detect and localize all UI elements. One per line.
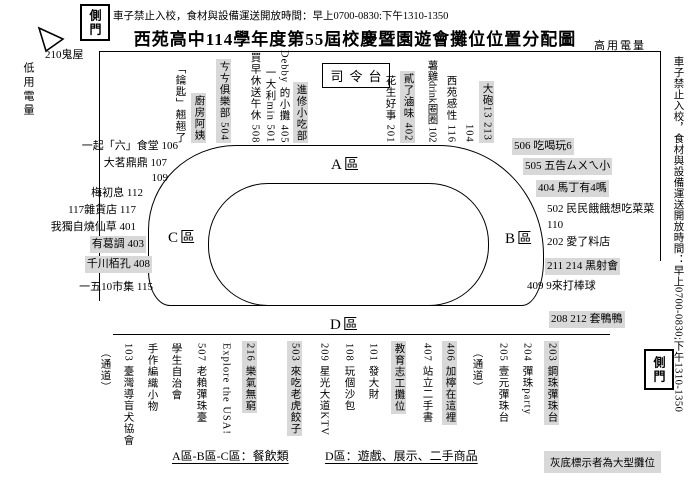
stall-label: 進修小吃部 bbox=[293, 81, 308, 143]
top-stalls-band: 「鑰匙」翹翹了 廚房阿姨 ㄘㄘ俱樂部 504 買早休送午休 508 一大利min… bbox=[0, 50, 700, 144]
stall-label: 「鑰匙」翹翹了 bbox=[174, 62, 186, 144]
stall-label: 109 bbox=[151, 172, 169, 184]
stall-label: 買早休送午休 508 bbox=[249, 51, 261, 143]
stall-label: 117雜貨店 117 bbox=[68, 204, 136, 216]
stall-label: 101 發大財 bbox=[367, 343, 379, 400]
stall-ghost-house: 210鬼屋 bbox=[45, 49, 84, 61]
stall-label: 梅初息 112 bbox=[91, 187, 143, 199]
stall-label: 手作編織小物 bbox=[146, 343, 158, 412]
stall-label: 506 吃喝玩6 bbox=[512, 138, 574, 155]
stall-label: 西苑感性 116 bbox=[445, 75, 457, 143]
side-gate-bottom-label: 側門 bbox=[652, 355, 666, 384]
frame-left-line bbox=[99, 51, 100, 301]
zone-b-label: B區 bbox=[505, 231, 535, 247]
stall-label: 406 加檸在這裡 bbox=[442, 341, 457, 425]
right-notice: 車子禁止入校，食材與設備運送開放時間：早上0700-0830;下午1310-13… bbox=[672, 56, 684, 413]
stall-label: 110 bbox=[547, 219, 564, 231]
legend-food-zones: A區-B區-C區：餐飲類 bbox=[172, 449, 289, 463]
stall-label: 一起「六」食堂 106 bbox=[81, 140, 178, 152]
stall-label: 211 214 黑射會 bbox=[545, 258, 621, 275]
command-stage: 司令台 bbox=[322, 63, 390, 88]
top-notice: 車子禁止入校，食材與設備運送開放時間：早上0700-0830:下午1310-13… bbox=[113, 11, 449, 22]
stall-label: 有葛調 403 bbox=[89, 236, 146, 253]
stall-label: 大茗鼎鼎 107 bbox=[103, 157, 167, 169]
side-gate-top: 側門 bbox=[80, 4, 110, 41]
passage-label: （通道） bbox=[99, 347, 111, 393]
legend-gray-note: 灰底標示者為大型攤位 bbox=[544, 451, 661, 473]
stall-label: 209 星光大道KTV bbox=[318, 343, 330, 436]
page-title: 西苑高中114學年度第55屆校慶暨園遊會攤位位置分配圖 bbox=[133, 30, 577, 49]
stall-label: 108 玩個沙包 bbox=[343, 343, 355, 412]
stall-label: 208 212 套鴨鴨 bbox=[549, 311, 625, 328]
legend-game-zone: D區：遊戲、展示、二手商品 bbox=[325, 449, 478, 463]
stall-label: 貳了滷味 402 bbox=[400, 70, 415, 143]
side-gate-bottom: 側門 bbox=[644, 349, 674, 390]
stall-label: 216 樂氣無窮 bbox=[242, 341, 257, 414]
bottom-stalls-band: （通道） 103 臺灣導盲犬協會 手作編織小物 學生自治會 507 老賴彈珠臺 … bbox=[0, 341, 700, 446]
stall-label: 503 來吃老虎餃子 bbox=[287, 341, 302, 437]
stall-label: 104 bbox=[463, 124, 475, 143]
stall-label: Debby 的小攤 405 bbox=[278, 49, 290, 144]
passage-label: （通道） bbox=[471, 347, 483, 393]
stall-label: 202 愛了料店 bbox=[547, 236, 611, 248]
stall-label: 409 9來打棒球 bbox=[527, 280, 596, 292]
stall-label: Explore the USA! bbox=[220, 343, 232, 435]
stall-label: 103 臺灣導盲犬協會 bbox=[122, 343, 134, 446]
stall-label: 一大利min 501 bbox=[264, 66, 276, 143]
stall-label: 我獨自燒仙草 401 bbox=[50, 221, 136, 233]
stall-label: ㄘㄘ俱樂部 504 bbox=[216, 59, 231, 143]
stall-label: 404 馬丁有4嗎 bbox=[536, 180, 609, 197]
track-inner-field bbox=[208, 183, 489, 306]
zone-d-label: D區 bbox=[330, 317, 360, 333]
stall-label: 廚房阿姨 bbox=[191, 93, 206, 143]
stall-label: 407 站立二手書 bbox=[421, 343, 433, 423]
stall-label: 一五10市集 115 bbox=[79, 281, 153, 293]
cursor-arrow-icon bbox=[37, 26, 65, 53]
stall-label: 花生好事 201 bbox=[384, 74, 396, 143]
power-low-label: 低用電量 bbox=[22, 62, 34, 118]
stall-label: 大砲13 213 bbox=[479, 81, 494, 143]
stall-label: 505 五告ㄙㄨㄟ小 bbox=[523, 158, 613, 175]
stall-label: 205 壹元彈珠台 bbox=[497, 343, 509, 423]
stall-label: 千川栢孔 408 bbox=[84, 256, 152, 273]
stall-label: 教育志工攤位 bbox=[391, 341, 406, 414]
stall-label: 502 民民餓餓想吃菜菜 bbox=[547, 203, 655, 215]
stall-label: 204 彈珠party bbox=[521, 343, 533, 415]
side-gate-top-label: 側門 bbox=[88, 8, 102, 37]
power-high-label: 高用電量 bbox=[594, 40, 646, 52]
zone-a-label: A區 bbox=[331, 157, 361, 173]
frame-bottom-line bbox=[113, 334, 610, 335]
frame-right-line bbox=[660, 51, 661, 261]
stall-label: 薯雞drink圈圈 102 bbox=[426, 60, 438, 143]
frame-top-line bbox=[99, 51, 661, 52]
stall-label: 203 鋼珠彈珠台 bbox=[544, 341, 559, 425]
zone-c-label: C區 bbox=[168, 230, 198, 246]
stall-label: 學生自治會 bbox=[170, 343, 182, 401]
stall-label: 507 老賴彈珠臺 bbox=[195, 343, 207, 423]
